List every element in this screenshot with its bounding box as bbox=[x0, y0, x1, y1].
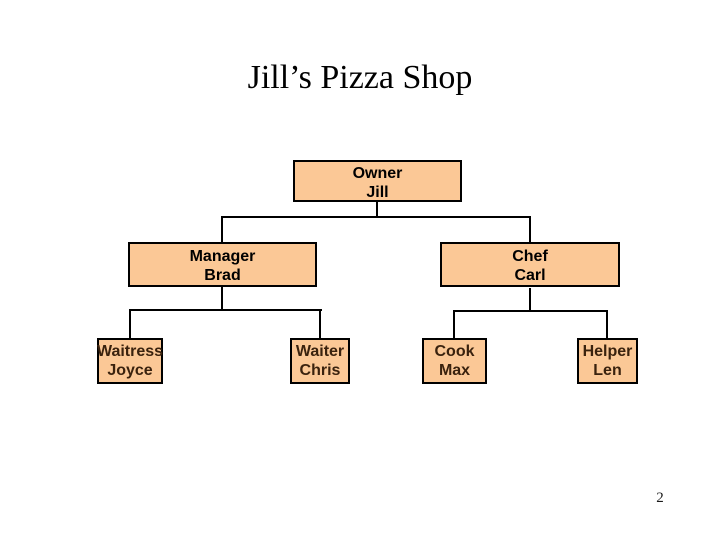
org-box-waiter: Waiter Chris bbox=[290, 338, 350, 384]
connector-waitress-drop bbox=[129, 309, 131, 338]
org-box-name: Joyce bbox=[107, 362, 153, 379]
org-box-role: Manager bbox=[189, 248, 256, 265]
org-box-name: Brad bbox=[204, 267, 241, 284]
org-box-role: Waiter bbox=[295, 343, 345, 360]
org-box-name: Carl bbox=[514, 267, 546, 284]
org-box-manager: Manager Brad bbox=[128, 242, 317, 287]
connector-level1-horizontal bbox=[221, 216, 531, 218]
slide-title: Jill’s Pizza Shop bbox=[247, 59, 473, 96]
connector-owner-stem bbox=[376, 202, 378, 218]
org-box-helper: Helper Len bbox=[577, 338, 638, 384]
org-box-role: Chef bbox=[512, 248, 548, 265]
connector-chef-stem bbox=[529, 288, 531, 312]
connector-chef-drop bbox=[529, 216, 531, 242]
org-box-role: Waitress bbox=[96, 343, 164, 360]
connector-waiter-drop bbox=[319, 309, 321, 338]
org-box-cook: Cook Max bbox=[422, 338, 487, 384]
org-box-name: Len bbox=[593, 362, 622, 379]
connector-chef-children-horizontal bbox=[453, 310, 608, 312]
org-box-chef: Chef Carl bbox=[440, 242, 620, 287]
org-box-owner: Owner Jill bbox=[293, 160, 462, 202]
org-box-name: Chris bbox=[299, 362, 341, 379]
org-box-role: Cook bbox=[434, 343, 475, 360]
org-box-role: Helper bbox=[582, 343, 633, 360]
org-box-role: Owner bbox=[352, 165, 403, 182]
page-number: 2 bbox=[656, 490, 664, 506]
connector-cook-drop bbox=[453, 310, 455, 338]
org-box-waitress: Waitress Joyce bbox=[97, 338, 163, 384]
connector-manager-drop bbox=[221, 216, 223, 242]
connector-helper-drop bbox=[606, 310, 608, 338]
connector-manager-children-horizontal bbox=[129, 309, 322, 311]
connector-manager-stem bbox=[221, 287, 223, 311]
org-box-name: Max bbox=[438, 362, 471, 379]
org-box-name: Jill bbox=[366, 184, 389, 201]
